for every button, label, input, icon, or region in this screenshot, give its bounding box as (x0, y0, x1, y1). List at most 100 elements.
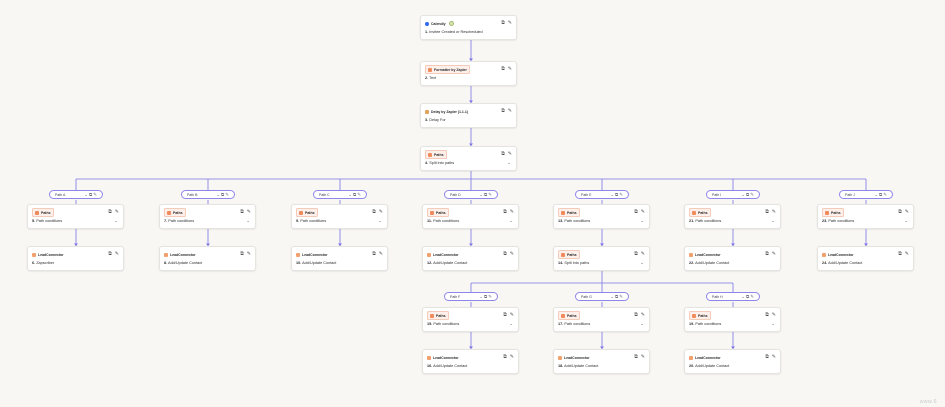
pencil-icon[interactable]: ✎ (114, 250, 119, 257)
copy-icon[interactable]: ⧉ (484, 191, 489, 197)
step-card[interactable]: LeadConnector⧉✎20. Add/Update Contact (684, 349, 781, 374)
chevron-down-icon[interactable]: ⌄ (246, 218, 250, 223)
chevron-down-icon[interactable]: ⌄ (640, 321, 644, 326)
step-card[interactable]: Paths⧉✎9. Path conditions⌄ (291, 204, 388, 229)
step-card[interactable]: Paths⧉✎11. Path conditions⌄ (422, 204, 519, 229)
pencil-icon[interactable]: ✎ (509, 250, 514, 257)
path-pill[interactable]: Path A⌄⧉✎ (49, 190, 103, 199)
chevron-down-icon[interactable]: ⌄ (479, 191, 484, 197)
path-pill[interactable]: Path C⌄⧉✎ (313, 190, 367, 199)
pencil-icon[interactable]: ✎ (619, 191, 624, 197)
copy-icon[interactable]: ⧉ (501, 150, 505, 157)
pencil-icon[interactable]: ✎ (640, 353, 645, 360)
pencil-icon[interactable]: ✎ (509, 353, 514, 360)
chevron-down-icon[interactable]: ⌄ (216, 191, 221, 197)
pencil-icon[interactable]: ✎ (114, 208, 119, 215)
copy-icon[interactable]: ⧉ (501, 107, 505, 114)
chevron-down-icon[interactable]: ⌄ (640, 218, 644, 223)
copy-icon[interactable]: ⧉ (634, 250, 638, 257)
step-card[interactable]: LeadConnector⧉✎18. Add/Update Contact (553, 349, 650, 374)
pencil-icon[interactable]: ✎ (378, 208, 383, 215)
copy-icon[interactable]: ⧉ (484, 293, 489, 299)
chevron-down-icon[interactable]: ⌄ (771, 218, 775, 223)
pencil-icon[interactable]: ✎ (771, 311, 776, 318)
step-card[interactable]: Paths⧉✎7. Path conditions⌄ (159, 204, 256, 229)
pencil-icon[interactable]: ✎ (750, 293, 755, 299)
copy-icon[interactable]: ⧉ (634, 311, 638, 318)
pencil-icon[interactable]: ✎ (507, 107, 512, 114)
pencil-icon[interactable]: ✎ (771, 208, 776, 215)
pencil-icon[interactable]: ✎ (357, 191, 362, 197)
step-card[interactable]: Paths⧉✎19. Path conditions⌄ (684, 307, 781, 332)
copy-icon[interactable]: ⧉ (765, 311, 769, 318)
copy-icon[interactable]: ⧉ (372, 250, 376, 257)
copy-icon[interactable]: ⧉ (615, 191, 620, 197)
copy-icon[interactable]: ⧉ (503, 208, 507, 215)
pencil-icon[interactable]: ✎ (904, 208, 909, 215)
chevron-down-icon[interactable]: ⌄ (771, 321, 775, 326)
copy-icon[interactable]: ⧉ (898, 208, 902, 215)
step-card[interactable]: LeadConnector⧉✎10. Add/Update Contact (291, 246, 388, 271)
chevron-down-icon[interactable]: ⌄ (114, 218, 118, 223)
chevron-down-icon[interactable]: ⌄ (741, 191, 746, 197)
chevron-down-icon[interactable]: ⌄ (610, 191, 615, 197)
step-card[interactable]: Paths⧉✎14. Split into paths⌄ (553, 246, 650, 271)
copy-icon[interactable]: ⧉ (765, 353, 769, 360)
step-card[interactable]: Paths⧉✎15. Path conditions⌄ (422, 307, 519, 332)
pencil-icon[interactable]: ✎ (507, 150, 512, 157)
chevron-down-icon[interactable]: ⌄ (84, 191, 89, 197)
step-card-delay[interactable]: Delay by Zapier (1.1.1) ⧉ ✎ 3. Delay For (420, 103, 517, 128)
pencil-icon[interactable]: ✎ (507, 19, 512, 26)
copy-icon[interactable]: ⧉ (503, 250, 507, 257)
copy-icon[interactable]: ⧉ (503, 353, 507, 360)
step-card[interactable]: Paths⧉✎17. Path conditions⌄ (553, 307, 650, 332)
pencil-icon[interactable]: ✎ (771, 353, 776, 360)
chevron-down-icon[interactable]: ⌄ (904, 218, 908, 223)
step-card-trigger[interactable]: Calendly ⧉ ✎ 1. Invitee Created or Resch… (420, 15, 517, 40)
copy-icon[interactable]: ⧉ (746, 191, 751, 197)
step-card[interactable]: LeadConnector⧉✎8. Add/Update Contact (159, 246, 256, 271)
step-card[interactable]: Paths⧉✎13. Path conditions⌄ (553, 204, 650, 229)
pencil-icon[interactable]: ✎ (904, 250, 909, 257)
chevron-down-icon[interactable]: ⌄ (640, 260, 644, 265)
path-pill[interactable]: Path B⌄⧉✎ (181, 190, 235, 199)
path-pill[interactable]: Path I⌄⧉✎ (706, 190, 760, 199)
pencil-icon[interactable]: ✎ (488, 191, 493, 197)
pencil-icon[interactable]: ✎ (640, 208, 645, 215)
pencil-icon[interactable]: ✎ (771, 250, 776, 257)
pencil-icon[interactable]: ✎ (509, 208, 514, 215)
pencil-icon[interactable]: ✎ (225, 191, 230, 197)
path-pill[interactable]: Path E⌄⧉✎ (575, 190, 629, 199)
chevron-down-icon[interactable]: ⌄ (479, 293, 484, 299)
pencil-icon[interactable]: ✎ (509, 311, 514, 318)
chevron-down-icon[interactable]: ⌄ (509, 321, 513, 326)
step-card[interactable]: LeadConnector⧉✎6. Zapscriber (27, 246, 124, 271)
chevron-down-icon[interactable]: ⌄ (610, 293, 615, 299)
pencil-icon[interactable]: ✎ (246, 250, 251, 257)
copy-icon[interactable]: ⧉ (501, 19, 505, 26)
path-pill[interactable]: Path G⌄⧉✎ (575, 292, 629, 301)
step-card[interactable]: Paths⧉✎5. Path conditions⌄ (27, 204, 124, 229)
copy-icon[interactable]: ⧉ (240, 208, 244, 215)
chevron-down-icon[interactable]: ⌄ (378, 218, 382, 223)
pencil-icon[interactable]: ✎ (246, 208, 251, 215)
pencil-icon[interactable]: ✎ (640, 250, 645, 257)
step-card[interactable]: LeadConnector⧉✎24. Add/Update Contact (817, 246, 914, 271)
step-card[interactable]: Paths⧉✎21. Path conditions⌄ (684, 204, 781, 229)
pencil-icon[interactable]: ✎ (507, 65, 512, 72)
chevron-down-icon[interactable]: ⌄ (348, 191, 353, 197)
copy-icon[interactable]: ⧉ (501, 65, 505, 72)
copy-icon[interactable]: ⧉ (898, 250, 902, 257)
copy-icon[interactable]: ⧉ (765, 208, 769, 215)
copy-icon[interactable]: ⧉ (634, 208, 638, 215)
copy-icon[interactable]: ⧉ (765, 250, 769, 257)
pencil-icon[interactable]: ✎ (619, 293, 624, 299)
step-card[interactable]: LeadConnector⧉✎22. Add/Update Contact (684, 246, 781, 271)
step-card-paths[interactable]: Paths ⧉ ✎ 4. Split into paths ⌄ (420, 146, 517, 171)
path-pill[interactable]: Path F⌄⧉✎ (444, 292, 498, 301)
copy-icon[interactable]: ⧉ (746, 293, 751, 299)
path-pill[interactable]: Path H⌄⧉✎ (706, 292, 760, 301)
pencil-icon[interactable]: ✎ (883, 191, 888, 197)
path-pill[interactable]: Path D⌄⧉✎ (444, 190, 498, 199)
step-card-formatter[interactable]: Formatter by Zapier ⧉ ✎ 2. Text (420, 61, 517, 86)
